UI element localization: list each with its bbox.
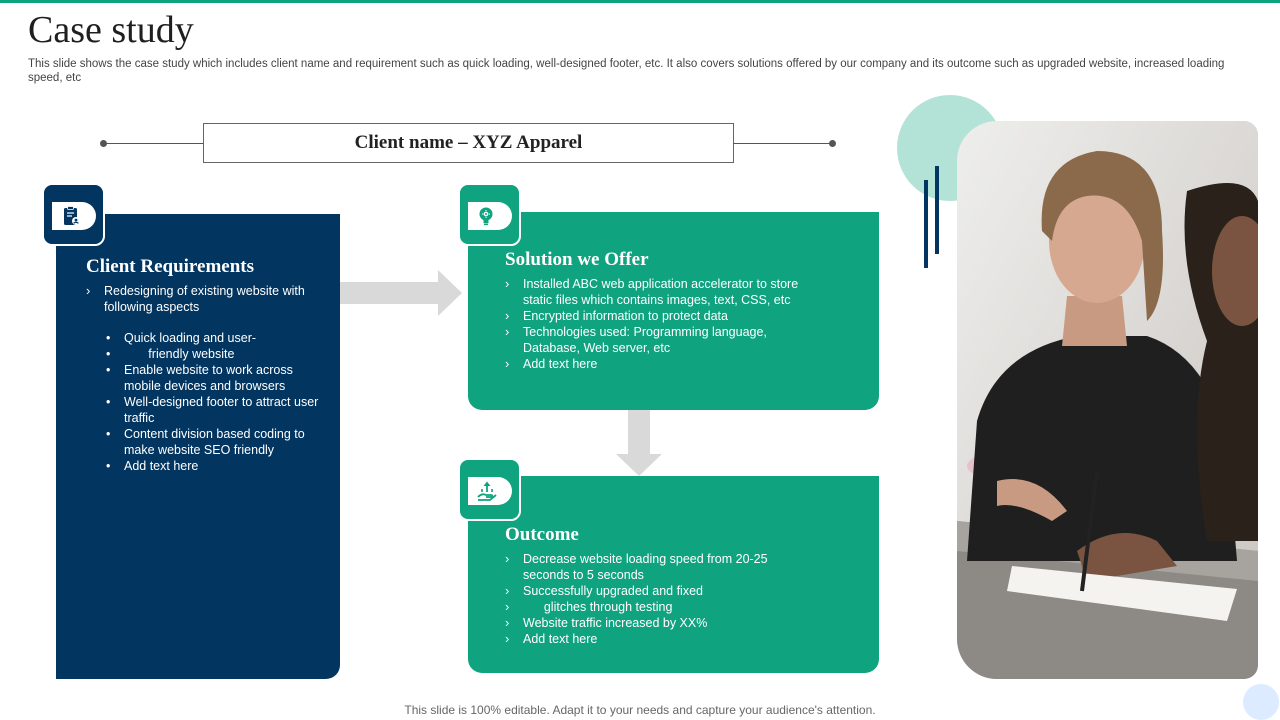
client-name-box: Client name – XYZ Apparel — [203, 123, 734, 163]
requirement-item: Content division based coding to make we… — [106, 426, 322, 458]
solution-panel: Solution we Offer Installed ABC web appl… — [468, 212, 879, 410]
outcome-title: Outcome — [505, 524, 579, 545]
requirement-item: Well-designed footer to attract user tra… — [106, 394, 322, 426]
people-working-illustration — [957, 121, 1258, 679]
decorative-bar — [935, 166, 939, 254]
client-requirements-title: Client Requirements — [86, 256, 254, 277]
team-photo — [957, 121, 1258, 679]
requirement-item: Add text here — [106, 458, 322, 474]
decorative-bar — [924, 180, 928, 268]
connector-line-right — [733, 143, 832, 144]
clipboard-user-icon — [64, 206, 80, 225]
outcome-item: Website traffic increased by XX% — [505, 615, 805, 631]
page-subtitle: This slide shows the case study which in… — [28, 58, 1225, 84]
footer-note: This slide is 100% editable. Adapt it to… — [404, 703, 876, 717]
solution-icon-tab — [458, 183, 521, 246]
requirement-item: Quick loading and user- — [106, 330, 322, 346]
outcome-icon-tab — [458, 458, 521, 521]
connector-dot-right — [829, 140, 836, 147]
solution-item: Technologies used: Programming language,… — [505, 324, 825, 356]
requirement-item: friendly website — [106, 346, 322, 362]
solution-list: Installed ABC web application accelerato… — [505, 276, 825, 372]
down-arrow — [616, 410, 662, 476]
requirements-list: Quick loading and user- friendly website… — [106, 330, 322, 474]
solution-item: Add text here — [505, 356, 825, 372]
requirements-intro-list: Redesigning of existing website with fol… — [86, 283, 322, 315]
connector-dot-left — [100, 140, 107, 147]
hand-growth-icon — [477, 481, 497, 501]
outcome-item: glitches through testing — [505, 599, 805, 615]
lightbulb-gear-icon — [479, 207, 493, 226]
connector-line-left — [104, 143, 203, 144]
right-arrow — [340, 270, 462, 316]
outcome-list: Decrease website loading speed from 20-2… — [505, 551, 805, 647]
outcome-panel: Outcome Decrease website loading speed f… — [468, 476, 879, 673]
client-requirements-icon-tab — [42, 183, 105, 246]
solution-item: Installed ABC web application accelerato… — [505, 276, 825, 308]
requirements-intro: Redesigning of existing website with fol… — [86, 283, 322, 315]
solution-item: Encrypted information to protect data — [505, 308, 825, 324]
solution-title: Solution we Offer — [505, 249, 649, 270]
outcome-item: Successfully upgraded and fixed — [505, 583, 805, 599]
outcome-item: Decrease website loading speed from 20-2… — [505, 551, 805, 583]
client-name-label: Client name – XYZ Apparel — [354, 132, 583, 153]
client-requirements-panel: Client Requirements Redesigning of exist… — [56, 214, 340, 679]
top-accent-line — [0, 0, 1280, 3]
outcome-item: Add text here — [505, 631, 805, 647]
corner-decoration — [1243, 684, 1279, 720]
requirement-item: Enable website to work across mobile dev… — [106, 362, 322, 394]
page-title: Case study — [28, 9, 194, 51]
